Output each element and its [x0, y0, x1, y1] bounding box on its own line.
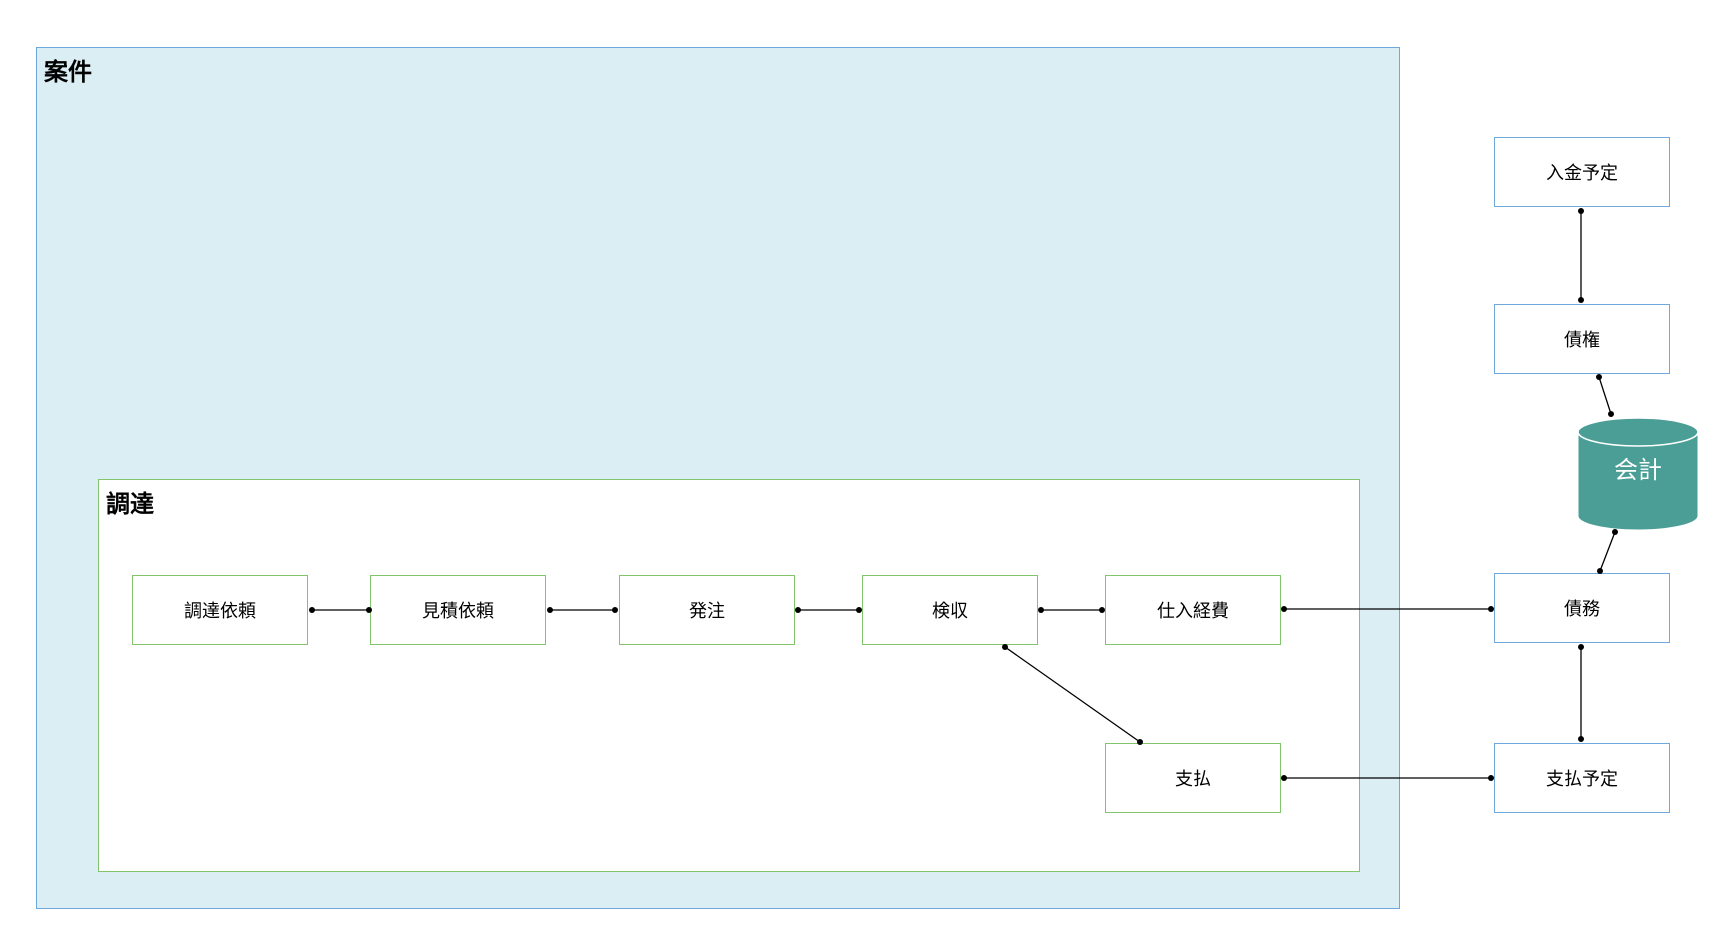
edge-endpoint-dot: [1578, 736, 1584, 742]
chotatsu-container: 調達: [98, 479, 1360, 872]
edge-endpoint-dot: [1578, 297, 1584, 303]
node-nyukin-yotei[interactable]: 入金予定: [1494, 137, 1670, 207]
node-kenshu[interactable]: 検収: [862, 575, 1038, 645]
edge-saiken-db: [1598, 376, 1612, 415]
edge-endpoint-dot: [1578, 644, 1584, 650]
database-cylinder-icon[interactable]: [1578, 418, 1698, 530]
edge-endpoint-dot: [1608, 411, 1614, 417]
node-mitsumori-irai[interactable]: 見積依頼: [370, 575, 546, 645]
edge-db-saimu: [1599, 531, 1616, 572]
node-shiharai-yotei[interactable]: 支払予定: [1494, 743, 1670, 813]
node-hacchu[interactable]: 発注: [619, 575, 795, 645]
database-label: 会計: [1614, 456, 1662, 484]
edge-endpoint-dot: [1578, 208, 1584, 214]
node-shiire-keihi[interactable]: 仕入経費: [1105, 575, 1281, 645]
node-chotatsu-irai[interactable]: 調達依頼: [132, 575, 308, 645]
anken-title: 案件: [44, 58, 92, 86]
node-saiken[interactable]: 債権: [1494, 304, 1670, 374]
edge-endpoint-dot: [1596, 374, 1602, 380]
node-shiharai[interactable]: 支払: [1105, 743, 1281, 813]
node-saimu[interactable]: 債務: [1494, 573, 1670, 643]
chotatsu-title: 調達: [106, 490, 154, 518]
